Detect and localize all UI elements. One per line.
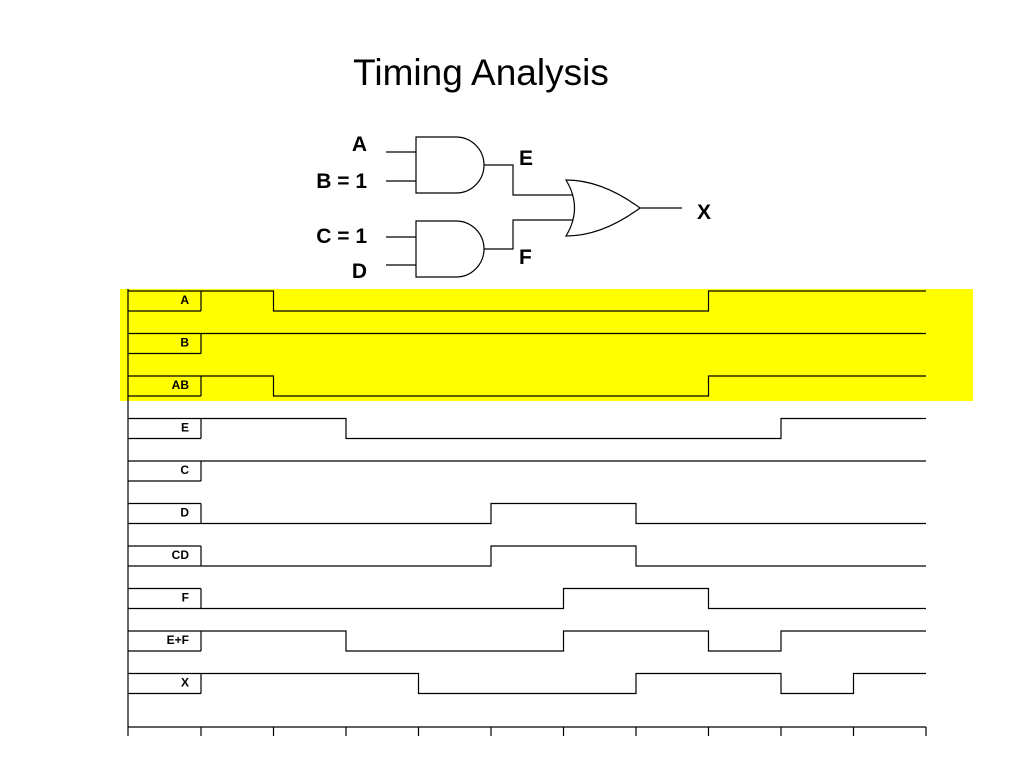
logic-circuit	[386, 136, 682, 278]
waveform-f	[201, 587, 926, 610]
label-input-c: C = 1	[316, 225, 367, 248]
and-gate-1	[415, 136, 485, 194]
label-input-d: D	[352, 260, 367, 283]
signal-label-ab: AB	[172, 378, 190, 392]
wire-f	[484, 219, 573, 250]
signal-label-c: C	[180, 463, 189, 477]
signal-label-b: B	[180, 336, 189, 350]
waveform-eplusf	[201, 630, 926, 652]
label-output-x: X	[697, 201, 711, 224]
waveform-cd	[201, 545, 926, 567]
waveform-x	[201, 672, 926, 695]
waveform-e	[201, 417, 926, 440]
wire-e	[484, 164, 573, 196]
and-gate-2	[415, 220, 485, 278]
label-node-e: E	[519, 147, 533, 170]
signal-label-d: D	[180, 506, 189, 520]
label-input-a: A	[352, 133, 367, 156]
or-gate	[564, 179, 642, 237]
signal-label-a: A	[180, 293, 189, 307]
label-input-b: B = 1	[316, 170, 367, 193]
highlight-band	[120, 289, 973, 401]
slide-title: Timing Analysis	[353, 52, 609, 93]
signal-label-f: F	[182, 591, 189, 605]
signal-label-e: E	[181, 421, 189, 435]
waveform-a	[201, 290, 926, 312]
signal-label-cd: CD	[172, 548, 190, 562]
signal-label-x: X	[181, 676, 189, 690]
waveform-ab	[201, 375, 926, 397]
waveform-d	[201, 502, 926, 525]
label-node-f: F	[519, 246, 532, 269]
signal-label-eplusf: E+F	[167, 633, 189, 647]
